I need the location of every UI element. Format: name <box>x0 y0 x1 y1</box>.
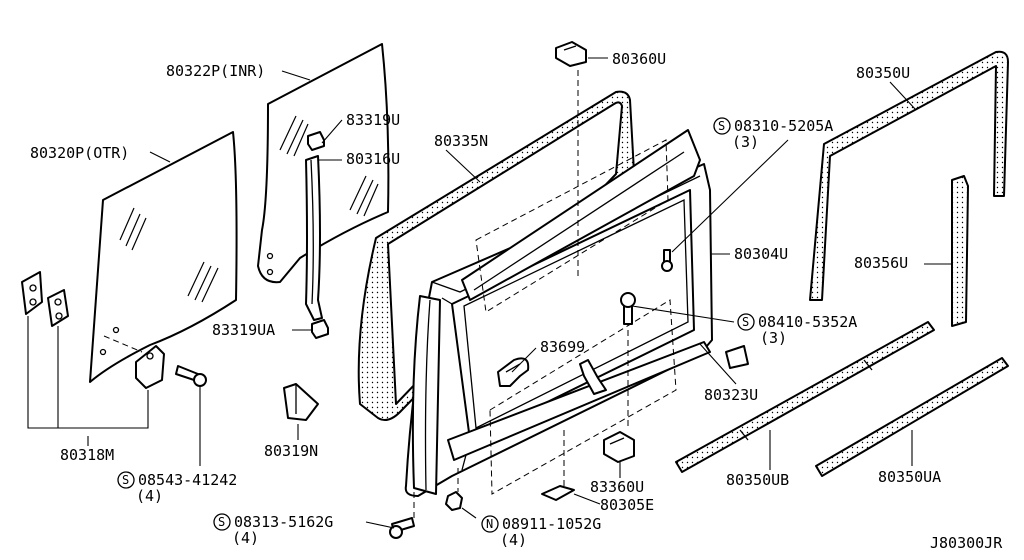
screw-08310 <box>661 249 673 272</box>
label-80350U: 80350U <box>856 64 910 82</box>
frame-handle <box>579 359 607 395</box>
label-08911: N 08911-1052G (4) <box>481 515 601 549</box>
clip-83319UA <box>311 319 329 339</box>
label-08310-number: 08310-5205A <box>734 117 833 135</box>
label-83699: 83699 <box>540 338 585 356</box>
part-labels: 80322P(INR) 80320P(OTR) 83319U 80316U 80… <box>30 50 1003 552</box>
label-80316U: 80316U <box>346 150 400 168</box>
pad-80305E <box>541 485 575 501</box>
label-80322P: 80322P(INR) <box>166 62 265 80</box>
block-80319N <box>283 383 319 421</box>
label-83360U: 83360U <box>590 478 644 496</box>
screw-symbol: S <box>218 515 225 529</box>
label-80305E: 80305E <box>600 496 654 514</box>
label-08410-number: 08410-5352A <box>758 313 857 331</box>
label-08310-qty: (3) <box>732 133 759 151</box>
label-83319UA: 83319UA <box>212 321 275 339</box>
label-80350UB: 80350UB <box>726 471 789 489</box>
label-08410-qty: (3) <box>760 329 787 347</box>
nut-symbol: N <box>486 517 493 531</box>
strip-80350UB <box>675 321 935 473</box>
label-80319N: 80319N <box>264 442 318 460</box>
screw-08313 <box>389 517 415 539</box>
bracket-leader <box>27 316 149 429</box>
label-80320P: 80320P(OTR) <box>30 144 129 162</box>
inner-glass-80322P <box>257 43 390 284</box>
screw-08543 <box>175 365 207 387</box>
clip-83319U <box>307 131 325 151</box>
label-08543: S 08543-41242 (4) <box>117 471 237 505</box>
outer-glass-80320P <box>89 131 238 383</box>
label-80323U: 80323U <box>704 386 758 404</box>
label-80335N: 80335N <box>434 132 488 150</box>
label-83319U: 83319U <box>346 111 400 129</box>
pad-80323U <box>725 345 749 369</box>
guide-83360U <box>603 431 635 463</box>
label-08310: S 08310-5205A (3) <box>713 117 833 151</box>
label-08313: S 08313-5162G (4) <box>213 513 333 547</box>
strip-80356U <box>951 175 969 327</box>
label-80304U: 80304U <box>734 245 788 263</box>
label-08911-qty: (4) <box>500 531 527 549</box>
leader-lines <box>87 57 952 529</box>
screw-symbol: S <box>122 473 129 487</box>
label-08911-number: 08911-1052G <box>502 515 601 533</box>
screw-symbol: S <box>718 119 725 133</box>
label-08410: S 08410-5352A (3) <box>737 313 857 347</box>
label-80350UA: 80350UA <box>878 468 941 486</box>
stopper-80360U <box>555 41 587 67</box>
label-08543-number: 08543-41242 <box>138 471 237 489</box>
drawing-number: J80300JR <box>930 534 1003 552</box>
screw-symbol: S <box>742 315 749 329</box>
label-80356U: 80356U <box>854 254 908 272</box>
label-08313-number: 08313-5162G <box>234 513 333 531</box>
label-80360U: 80360U <box>612 50 666 68</box>
latch-83699 <box>497 357 530 387</box>
installation-guides <box>103 70 677 520</box>
label-08543-qty: (4) <box>136 487 163 505</box>
weatherstrip-80335N <box>357 90 635 421</box>
glass-channel-80316U <box>305 155 323 321</box>
bracket-80318M <box>21 271 165 389</box>
nut-08911 <box>445 491 463 511</box>
label-08313-qty: (4) <box>232 529 259 547</box>
label-80318M: 80318M <box>60 446 114 464</box>
weatherstrip-80350U <box>809 50 1009 301</box>
screw-08410 <box>620 292 636 325</box>
strip-80350UA <box>815 357 1009 477</box>
sliding-frame-80304U <box>404 129 713 497</box>
